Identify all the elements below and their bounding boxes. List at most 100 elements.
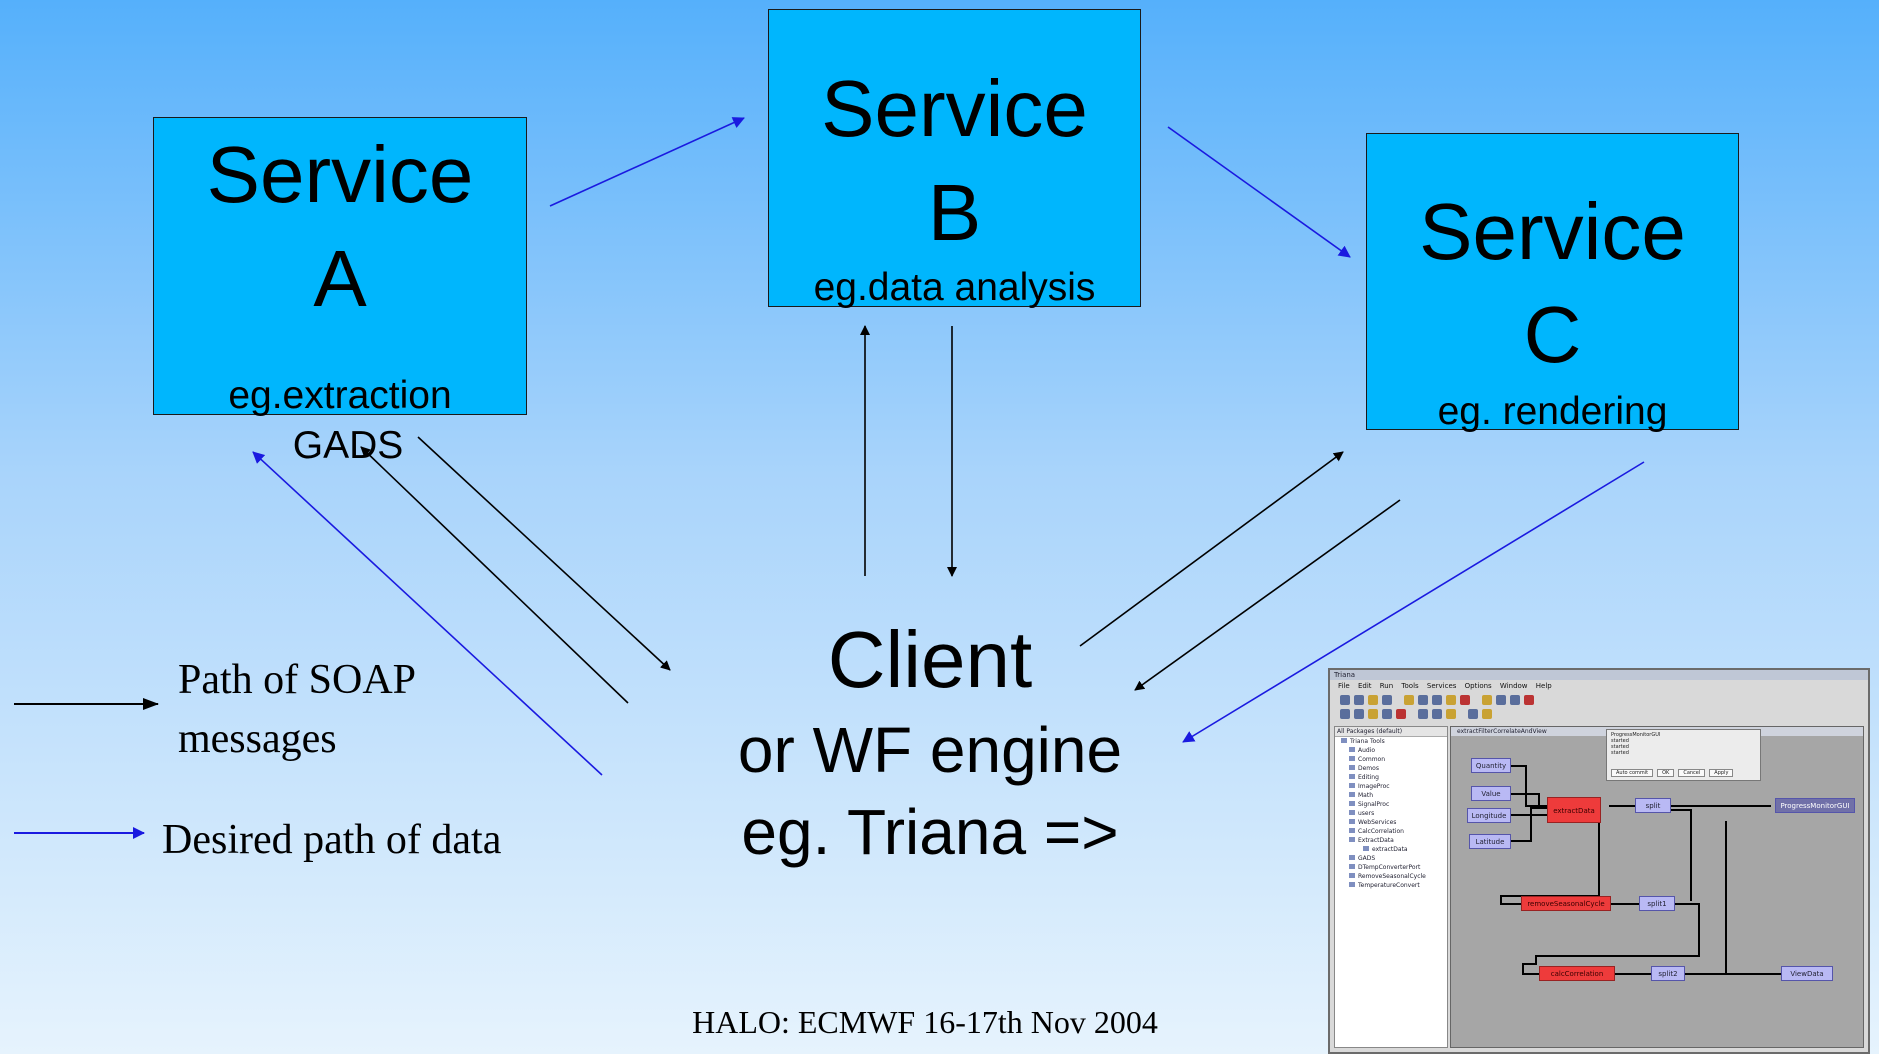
pause-icon[interactable] — [1354, 709, 1364, 719]
service-c-title: Service — [1419, 187, 1686, 276]
data-arrow-c-to-client — [1182, 461, 1645, 743]
ok-button[interactable]: OK — [1657, 769, 1675, 777]
paste-icon[interactable] — [1432, 695, 1442, 705]
service-b-letter: B — [927, 168, 982, 257]
package-selector[interactable]: All Packages (default) — [1335, 727, 1447, 737]
copy-icon[interactable] — [1404, 695, 1414, 705]
tree-item[interactable]: Triana Tools — [1335, 737, 1447, 746]
service-a-title: Service — [206, 130, 474, 219]
cancel-button[interactable]: Cancel — [1678, 769, 1706, 777]
triana-menu-item[interactable]: Services — [1426, 682, 1457, 690]
auto-commit-checkbox[interactable]: Auto commit — [1611, 769, 1654, 777]
triana-menu-item[interactable]: Options — [1464, 682, 1492, 690]
stop-icon[interactable] — [1368, 709, 1378, 719]
triana-screenshot: Triana File Edit Run Tools Services Opti… — [1328, 668, 1870, 1054]
soap-arrow-client-to-a — [360, 446, 629, 704]
open-icon[interactable] — [1354, 695, 1364, 705]
tree-item[interactable]: ExtractData — [1335, 836, 1447, 845]
find-icon[interactable] — [1482, 695, 1492, 705]
popup-title: ProgressMonitorGUI — [1611, 732, 1661, 738]
service-b-subtitle: eg.data analysis — [813, 266, 1096, 309]
toolbar-separator — [1410, 709, 1414, 719]
triana-menu-item[interactable]: Edit — [1357, 682, 1372, 690]
triana-menu-item[interactable]: Tools — [1401, 682, 1419, 690]
popup-row: started — [1611, 738, 1629, 744]
triana-menu-item[interactable]: File — [1338, 682, 1350, 690]
tree-item[interactable]: DTempConverterPort — [1335, 863, 1447, 872]
triana-menu-item[interactable]: Run — [1379, 682, 1394, 690]
tree-item[interactable]: ImageProc — [1335, 782, 1447, 791]
node-remove-seasonal-cycle[interactable]: removeSeasonalCycle — [1521, 896, 1611, 911]
cut-icon[interactable] — [1418, 695, 1428, 705]
tree-item[interactable]: WebServices — [1335, 818, 1447, 827]
node-longitude[interactable]: Longitude — [1467, 808, 1511, 823]
tree-item[interactable]: Editing — [1335, 773, 1447, 782]
save-icon[interactable] — [1368, 695, 1378, 705]
layout-icon[interactable] — [1446, 709, 1456, 719]
zoom-out-icon[interactable] — [1482, 709, 1492, 719]
tree-item[interactable]: users — [1335, 809, 1447, 818]
data-arrow-a-to-b — [549, 117, 745, 207]
triana-toolbar-row-2 — [1330, 707, 1868, 721]
legend-soap-label-1: Path of SOAP — [178, 657, 417, 703]
node-view-data[interactable]: ViewData — [1781, 966, 1833, 981]
tree-item[interactable]: Common — [1335, 755, 1447, 764]
flag-icon[interactable] — [1396, 709, 1406, 719]
zoom-in-icon[interactable] — [1468, 709, 1478, 719]
node-calc-correlation[interactable]: calcCorrelation — [1539, 966, 1615, 981]
tree-item[interactable]: RemoveSeasonalCycle — [1335, 872, 1447, 881]
node-extract-data[interactable]: extractData — [1547, 797, 1601, 823]
triana-title-bar: Triana — [1330, 670, 1868, 680]
node-split[interactable]: split — [1635, 798, 1671, 813]
node-progress-monitor[interactable]: ProgressMonitorGUI — [1775, 798, 1855, 813]
node-split2[interactable]: split2 — [1651, 966, 1685, 981]
triana-menu-item[interactable]: Help — [1535, 682, 1552, 690]
toolbar-separator — [1474, 695, 1478, 705]
popup-row: started — [1611, 750, 1629, 756]
close-icon[interactable] — [1460, 695, 1470, 705]
help-icon[interactable] — [1524, 695, 1534, 705]
service-a-subtitle2: GADS — [292, 424, 404, 467]
tree-item[interactable]: extractData — [1335, 845, 1447, 854]
legend-data-label: Desired path of data — [162, 817, 502, 863]
group-icon[interactable] — [1418, 709, 1428, 719]
data-arrow-b-to-c — [1167, 126, 1351, 258]
tree-item[interactable]: Math — [1335, 791, 1447, 800]
triana-menu-item[interactable]: Window — [1499, 682, 1528, 690]
node-split1[interactable]: split1 — [1639, 896, 1675, 911]
settings-icon[interactable] — [1496, 695, 1506, 705]
node-latitude[interactable]: Latitude — [1469, 834, 1511, 849]
service-a-box: Service A eg.extraction — [153, 117, 527, 417]
toolbar-separator — [1396, 695, 1400, 705]
workflow-cables — [1500, 765, 1781, 975]
tree-item[interactable]: Demos — [1335, 764, 1447, 773]
progress-monitor-popup: ProgressMonitorGUI started started start… — [1606, 729, 1761, 781]
info-icon[interactable] — [1510, 695, 1520, 705]
tree-item[interactable]: GADS — [1335, 854, 1447, 863]
data-arrow-client-to-a — [252, 451, 603, 776]
new-icon[interactable] — [1340, 695, 1350, 705]
footer-caption: HALO: ECMWF 16-17th Nov 2004 — [692, 1004, 1158, 1040]
apply-button[interactable]: Apply — [1709, 769, 1734, 777]
node-quantity[interactable]: Quantity — [1471, 758, 1511, 773]
print-icon[interactable] — [1382, 695, 1392, 705]
delete-icon[interactable] — [1446, 695, 1456, 705]
tree-item[interactable]: Audio — [1335, 746, 1447, 755]
tree-item[interactable]: SignalProc — [1335, 800, 1447, 809]
client-line2: or WF engine — [737, 714, 1123, 786]
node-value[interactable]: Value — [1471, 786, 1511, 801]
client-title: Client — [827, 615, 1033, 704]
service-c-letter: C — [1523, 290, 1582, 379]
tree-item[interactable]: CalcCorrelation — [1335, 827, 1447, 836]
ungroup-icon[interactable] — [1432, 709, 1442, 719]
tree-item[interactable]: TemperatureConvert — [1335, 881, 1447, 890]
client-line3: eg. Triana => — [741, 796, 1119, 868]
service-c-subtitle: eg. rendering — [1437, 390, 1668, 433]
reset-icon[interactable] — [1382, 709, 1392, 719]
run-icon[interactable] — [1340, 709, 1350, 719]
toolbar-separator — [1460, 709, 1464, 719]
soap-arrow-c-to-client — [1134, 499, 1401, 691]
